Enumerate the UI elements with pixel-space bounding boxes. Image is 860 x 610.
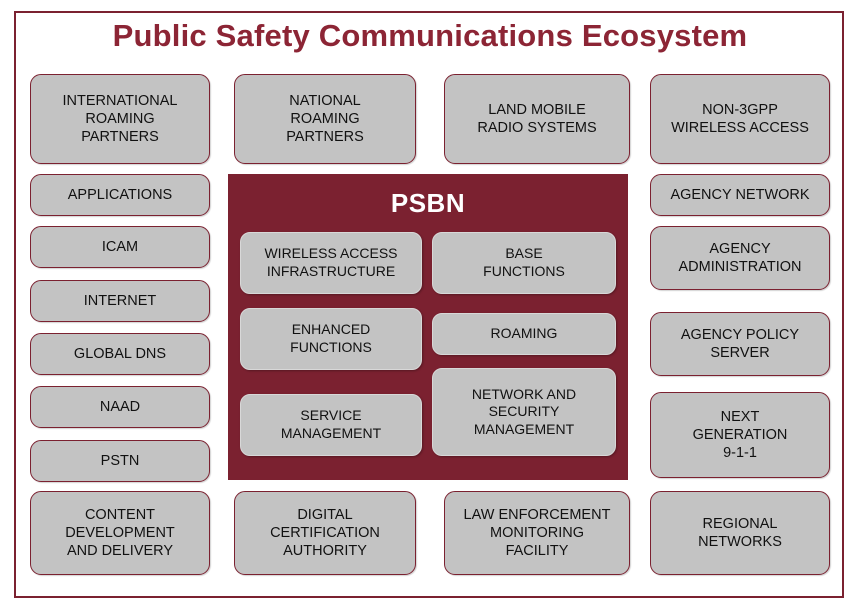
node-national-roaming-partners[interactable]: NATIONAL ROAMING PARTNERS [234,74,416,164]
node-label: AGENCY NETWORK [670,186,810,203]
node-label: ICAM [101,238,139,255]
node-global-dns[interactable]: GLOBAL DNS [30,333,210,375]
psbn-node-service-management[interactable]: SERVICE MANAGEMENT [240,394,422,456]
node-content-development-and-delivery[interactable]: CONTENT DEVELOPMENT AND DELIVERY [30,491,210,575]
node-label: WIRELESS ACCESS INFRASTRUCTURE [264,245,398,279]
node-label: NETWORK AND SECURITY MANAGEMENT [471,385,577,437]
node-regional-networks[interactable]: REGIONAL NETWORKS [650,491,830,575]
psbn-node-roaming[interactable]: ROAMING [432,313,616,355]
node-label: PSTN [100,452,140,469]
node-non-3gpp-wireless-access[interactable]: NON-3GPP WIRELESS ACCESS [650,74,830,164]
node-applications[interactable]: APPLICATIONS [30,174,210,216]
node-agency-administration[interactable]: AGENCY ADMINISTRATION [650,226,830,290]
node-label: BASE FUNCTIONS [483,245,565,279]
node-next-generation-9-1-1[interactable]: NEXT GENERATION 9-1-1 [650,392,830,478]
node-label: REGIONAL NETWORKS [698,515,782,550]
node-label: NON-3GPP WIRELESS ACCESS [671,101,809,136]
node-label: AGENCY ADMINISTRATION [678,240,802,275]
psbn-node-enhanced-functions[interactable]: ENHANCED FUNCTIONS [240,308,422,370]
node-label: LAW ENFORCEMENT MONITORING FACILITY [463,506,611,560]
node-label: ROAMING [490,325,558,342]
node-law-enforcement-monitoring-facility[interactable]: LAW ENFORCEMENT MONITORING FACILITY [444,491,630,575]
node-label: GLOBAL DNS [73,345,167,362]
node-label: NAAD [99,398,141,415]
node-land-mobile-radio-systems[interactable]: LAND MOBILE RADIO SYSTEMS [444,74,630,164]
node-label: INTERNET [83,292,157,309]
node-label: SERVICE MANAGEMENT [280,407,382,441]
psbn-node-network-and-security-management[interactable]: NETWORK AND SECURITY MANAGEMENT [432,368,616,456]
node-pstn[interactable]: PSTN [30,440,210,482]
node-agency-network[interactable]: AGENCY NETWORK [650,174,830,216]
psbn-node-base-functions[interactable]: BASE FUNCTIONS [432,232,616,294]
node-label: DIGITAL CERTIFICATION AUTHORITY [270,506,380,560]
node-label: INTERNATIONAL ROAMING PARTNERS [62,92,178,146]
node-agency-policy-server[interactable]: AGENCY POLICY SERVER [650,312,830,376]
node-icam[interactable]: ICAM [30,226,210,268]
psbn-node-wireless-access-infrastructure[interactable]: WIRELESS ACCESS INFRASTRUCTURE [240,232,422,294]
node-international-roaming-partners[interactable]: INTERNATIONAL ROAMING PARTNERS [30,74,210,164]
psbn-panel-title: PSBN [390,188,466,218]
node-label: APPLICATIONS [67,186,173,203]
node-label: NATIONAL ROAMING PARTNERS [286,92,364,146]
node-label: ENHANCED FUNCTIONS [290,321,372,355]
diagram-title: Public Safety Communications Ecosystem [112,18,748,53]
node-digital-certification-authority[interactable]: DIGITAL CERTIFICATION AUTHORITY [234,491,416,575]
node-label: AGENCY POLICY SERVER [680,326,800,361]
node-label: NEXT GENERATION 9-1-1 [692,408,788,462]
node-label: LAND MOBILE RADIO SYSTEMS [477,101,597,136]
node-naad[interactable]: NAAD [30,386,210,428]
node-internet[interactable]: INTERNET [30,280,210,322]
node-label: CONTENT DEVELOPMENT AND DELIVERY [65,506,175,560]
